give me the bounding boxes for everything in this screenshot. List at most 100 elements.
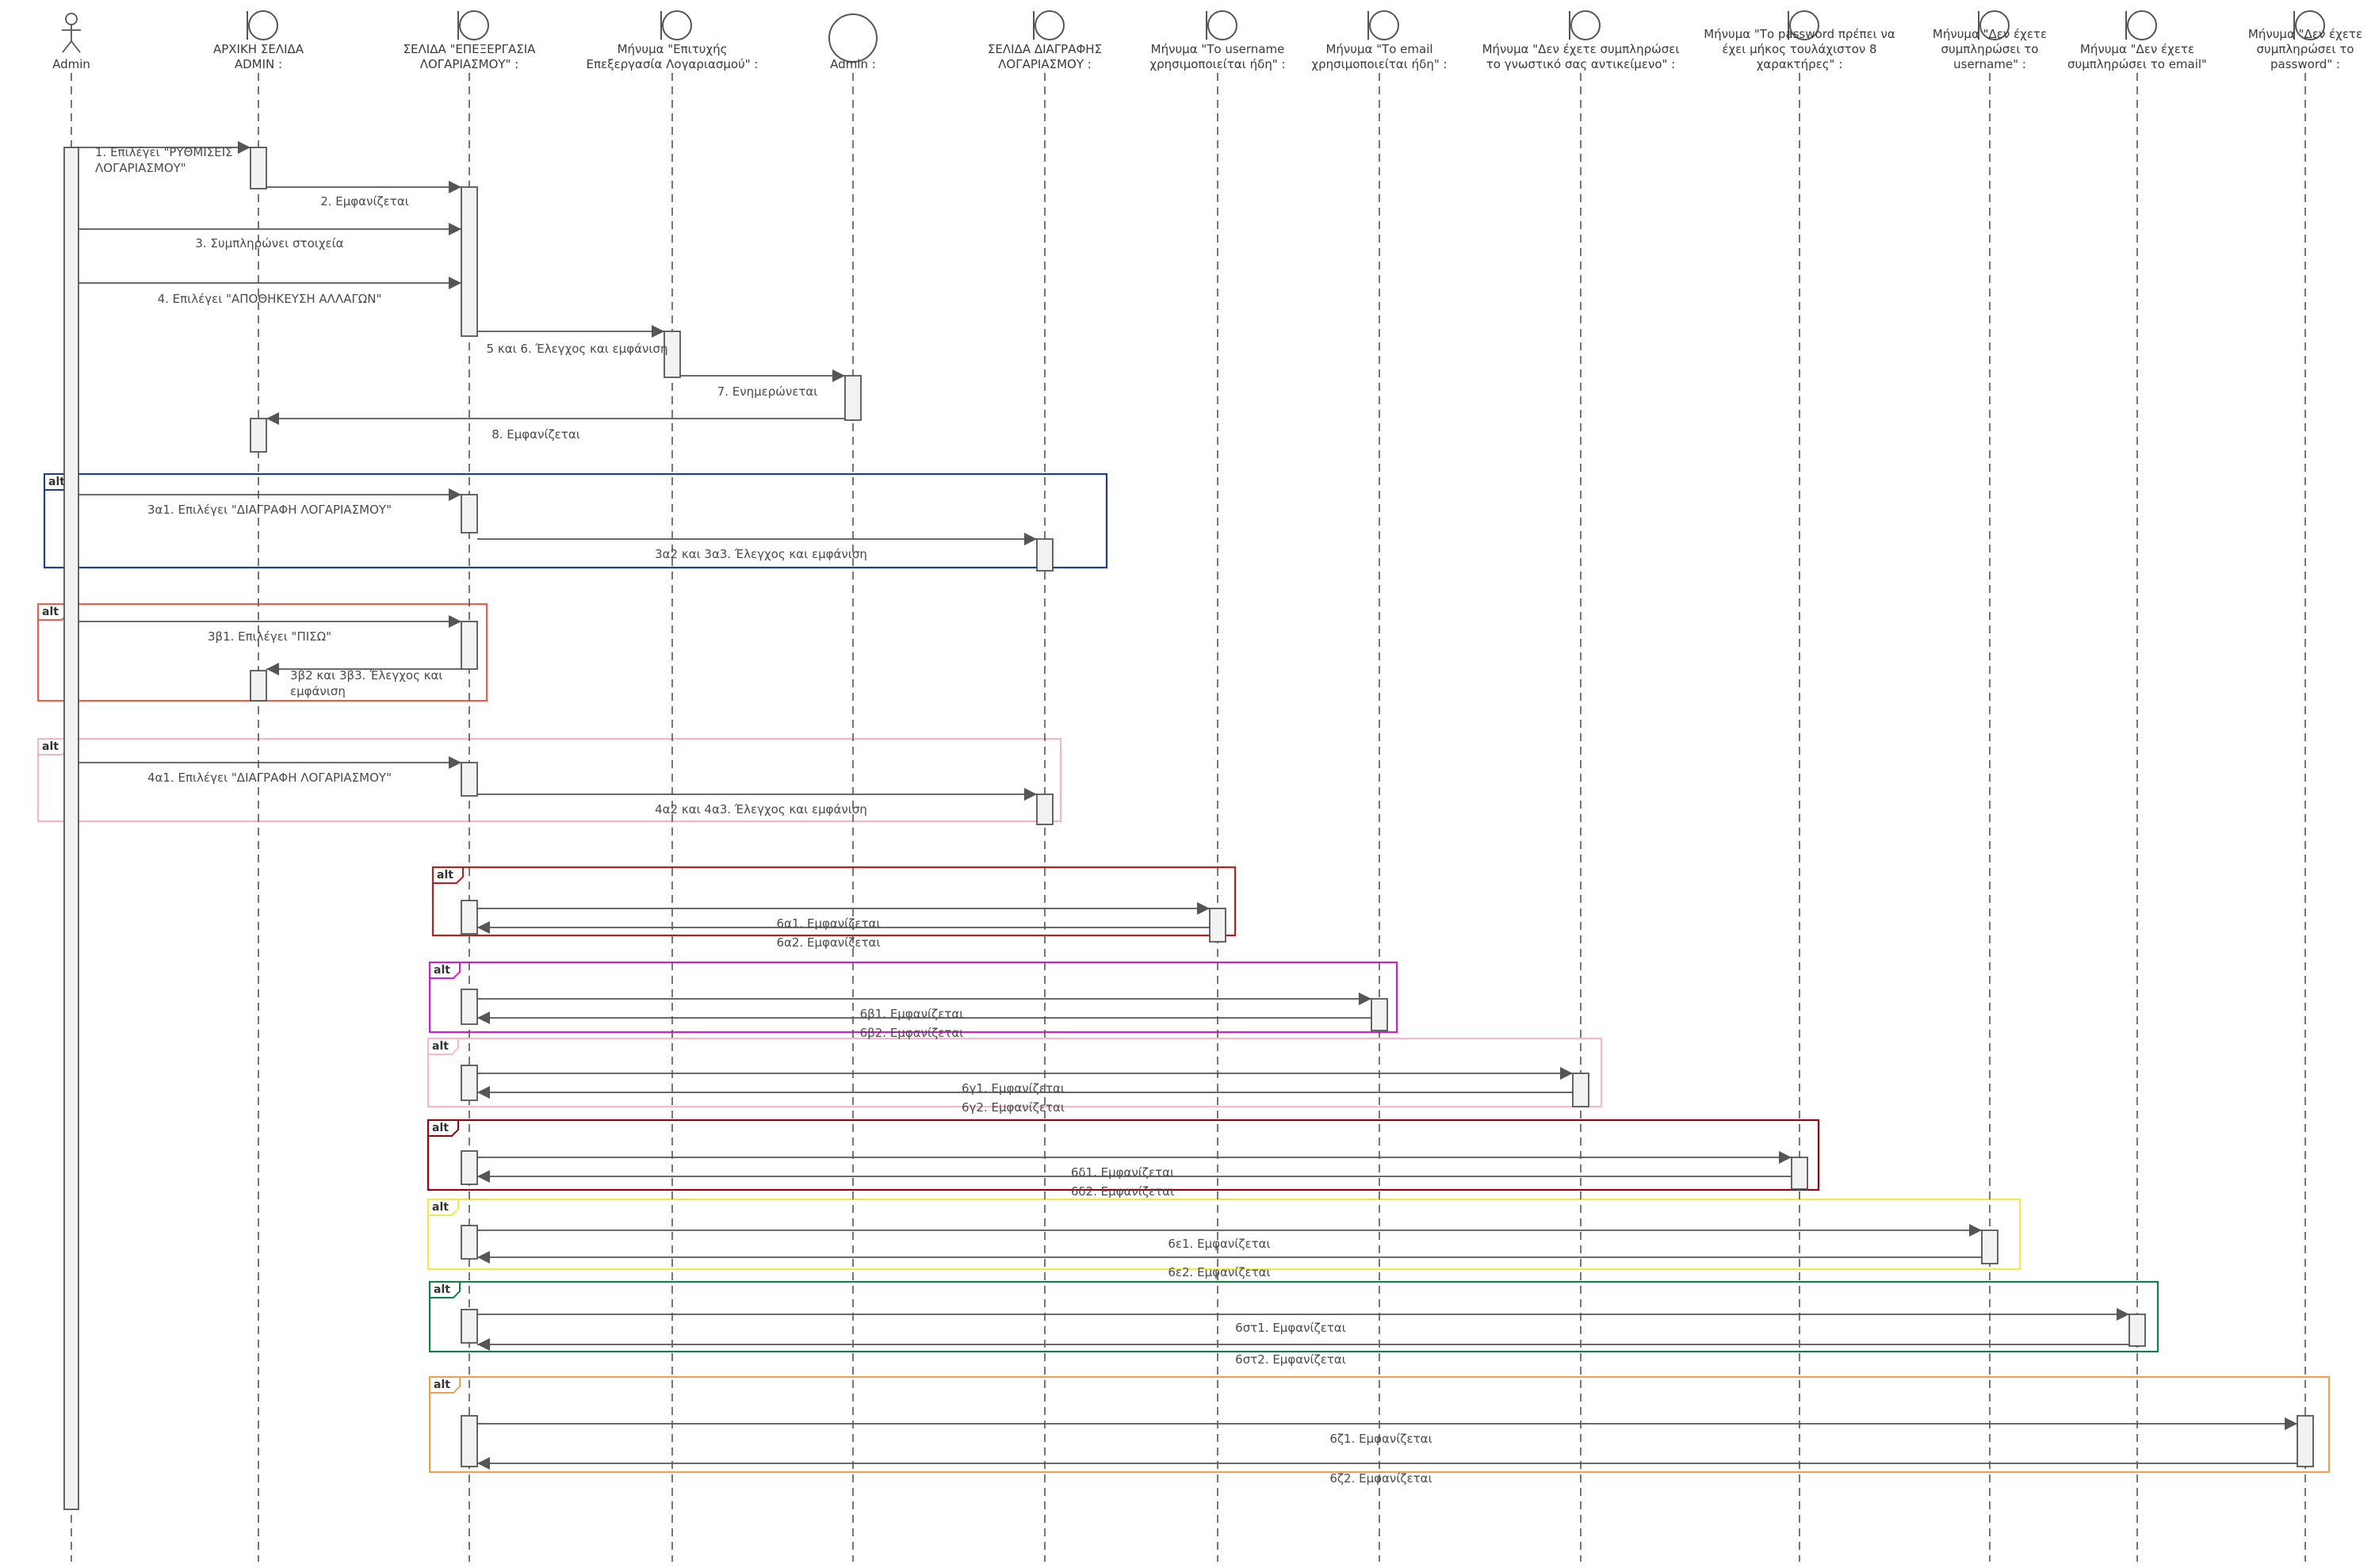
alt-fragment-label: alt bbox=[434, 964, 450, 977]
message: 3α2 και 3α3. Έλεγχος και εμφάνιση bbox=[477, 532, 1037, 561]
message-label: 8. Εμφανίζεται bbox=[491, 427, 580, 442]
activation-bar bbox=[461, 186, 478, 337]
participant-label: Μήνυμα "Το email bbox=[1325, 42, 1432, 56]
activation-bar bbox=[664, 331, 681, 378]
alt-fragment: alt bbox=[426, 1198, 2021, 1271]
alt-fragment-label: alt bbox=[434, 1283, 450, 1296]
message-label: 6ε2. Εμφανίζεται bbox=[1168, 1265, 1270, 1279]
message-label: 5 και 6. Έλεγχος και εμφάνιση bbox=[487, 342, 668, 356]
message-label: 6β2. Εμφανίζεται bbox=[860, 1026, 964, 1040]
message-label: 4. Επιλέγει "ΑΠΟΘΗΚΕΥΣΗ ΑΛΛΑΓΩΝ" bbox=[158, 292, 382, 306]
alt-fragment-tab bbox=[427, 1038, 459, 1055]
message-label: 4α2 και 4α3. Έλεγχος και εμφάνιση bbox=[655, 802, 867, 817]
activation-bar bbox=[1209, 908, 1226, 943]
message: 6στ2. Εμφανίζεται bbox=[477, 1337, 2129, 1367]
alt-fragment-label: alt bbox=[48, 476, 65, 488]
message-label: 3β2 και 3β3. Έλεγχος και bbox=[290, 668, 442, 683]
activation-bar bbox=[461, 1309, 478, 1344]
activation-bar bbox=[461, 1065, 478, 1101]
participant-label: ΣΕΛΙΔΑ ΔΙΑΓΡΑΦΗΣ bbox=[988, 42, 1102, 56]
actor-icon bbox=[62, 13, 81, 53]
participant-label: Μήνυμα "Δεν έχετε bbox=[2248, 27, 2362, 41]
message: 4α2 και 4α3. Έλεγχος και εμφάνιση bbox=[477, 787, 1037, 817]
message: 7. Ενημερώνεται bbox=[680, 369, 845, 399]
activation-bar bbox=[844, 375, 862, 421]
message-label: 3. Συμπληρώνει στοιχεία bbox=[195, 236, 343, 250]
message-label: 6α1. Εμφανίζεται bbox=[776, 916, 880, 931]
alt-fragment-frame bbox=[428, 961, 1398, 1034]
participant-label: χρησιμοποιείται ήδη" : bbox=[1311, 57, 1447, 71]
entity-icon bbox=[828, 13, 878, 63]
message-label: 6δ1. Εμφανίζεται bbox=[1071, 1165, 1174, 1180]
alt-fragment: alt bbox=[428, 1375, 2331, 1474]
alt-fragment-label: alt bbox=[432, 1122, 449, 1134]
alt-fragment-label: alt bbox=[42, 740, 59, 753]
message-label: ΛΟΓΑΡΙΑΣΜΟΥ" bbox=[95, 161, 186, 175]
participant-label: Μήνυμα "Το username bbox=[1151, 42, 1285, 56]
activation-bar bbox=[2128, 1314, 2146, 1347]
participant-label: password" : bbox=[2270, 57, 2340, 71]
alt-fragment-label: alt bbox=[437, 869, 453, 882]
alt-fragment-frame bbox=[428, 1375, 2331, 1474]
message-label: 3α1. Επιλέγει "ΔΙΑΓΡΑΦΗ ΛΟΓΑΡΙΑΣΜΟΥ" bbox=[147, 503, 392, 517]
participant-label: Μήνυμα "Δεν έχετε συμπληρώσει bbox=[1482, 42, 1680, 56]
message: 6γ2. Εμφανίζεται bbox=[477, 1085, 1573, 1115]
alt-fragment-label: alt bbox=[434, 1379, 450, 1391]
alt-fragment-frame bbox=[431, 866, 1237, 937]
message: 5 και 6. Έλεγχος και εμφάνιση bbox=[477, 324, 668, 356]
participant-label: Μήνυμα "Δεν έχετε bbox=[1933, 27, 2047, 41]
boundary-icon bbox=[1367, 10, 1399, 40]
activation-bar bbox=[1036, 794, 1054, 825]
message: 6ε2. Εμφανίζεται bbox=[477, 1250, 1982, 1279]
message: 6β2. Εμφανίζεται bbox=[477, 1011, 1371, 1040]
message: 6α2. Εμφανίζεται bbox=[477, 920, 1210, 950]
participant-label: Μήνυμα "Το password πρέπει να bbox=[1704, 27, 1895, 41]
activation-bar bbox=[461, 762, 478, 797]
alt-fragment: alt bbox=[428, 961, 1398, 1034]
activation-bar bbox=[461, 989, 478, 1025]
boundary-icon bbox=[247, 10, 278, 40]
alt-fragment-frame bbox=[36, 737, 1062, 823]
message: 4α1. Επιλέγει "ΔΙΑΓΡΑΦΗ ΛΟΓΑΡΙΑΣΜΟΥ" bbox=[78, 755, 461, 785]
participant-label: συμπληρώσει το email" bbox=[2067, 57, 2207, 71]
alt-fragment-label: alt bbox=[42, 606, 59, 618]
participant-label: χαρακτήρες" : bbox=[1757, 57, 1843, 71]
activation-bar bbox=[1371, 998, 1388, 1031]
alt-fragment-tab bbox=[427, 1119, 459, 1137]
message-label: 2. Εμφανίζεται bbox=[320, 194, 409, 208]
alt-fragment-frame bbox=[426, 1119, 1820, 1191]
boundary-icon bbox=[457, 10, 489, 40]
activation-bar bbox=[461, 1415, 478, 1467]
boundary-icon bbox=[1033, 10, 1065, 40]
message: 3. Συμπληρώνει στοιχεία bbox=[78, 222, 461, 250]
participant-admin_entity: Admin : bbox=[828, 13, 878, 1562]
message: 6δ2. Εμφανίζεται bbox=[477, 1169, 1792, 1199]
message-label: 6στ2. Εμφανίζεται bbox=[1235, 1352, 1346, 1367]
message-label: 6ε1. Εμφανίζεται bbox=[1168, 1237, 1270, 1251]
alt-fragment: alt bbox=[426, 1037, 1603, 1108]
activation-bar bbox=[250, 147, 267, 189]
participant-label: Μήνυμα "Δεν έχετε bbox=[2080, 42, 2194, 56]
boundary-icon bbox=[660, 10, 692, 40]
participant-label: Επεξεργασία Λογαριασμού" : bbox=[587, 57, 759, 71]
boundary-icon bbox=[2293, 10, 2325, 40]
activation-bar bbox=[1981, 1230, 1998, 1264]
message-label: 6ζ2. Εμφανίζεται bbox=[1329, 1471, 1432, 1486]
message-label: 3β1. Επιλέγει "ΠΙΣΩ" bbox=[208, 629, 331, 644]
alt-fragment-label: alt bbox=[432, 1040, 449, 1053]
message-label: 6β1. Εμφανίζεται bbox=[860, 1007, 964, 1021]
participant-label: έχει μήκος τουλάχιστον 8 bbox=[1722, 42, 1876, 56]
message: 6ζ2. Εμφανίζεται bbox=[477, 1456, 2297, 1486]
alt-fragment-frame bbox=[43, 472, 1108, 569]
message: 2. Εμφανίζεται bbox=[266, 180, 461, 208]
activation-bar bbox=[1572, 1073, 1589, 1107]
